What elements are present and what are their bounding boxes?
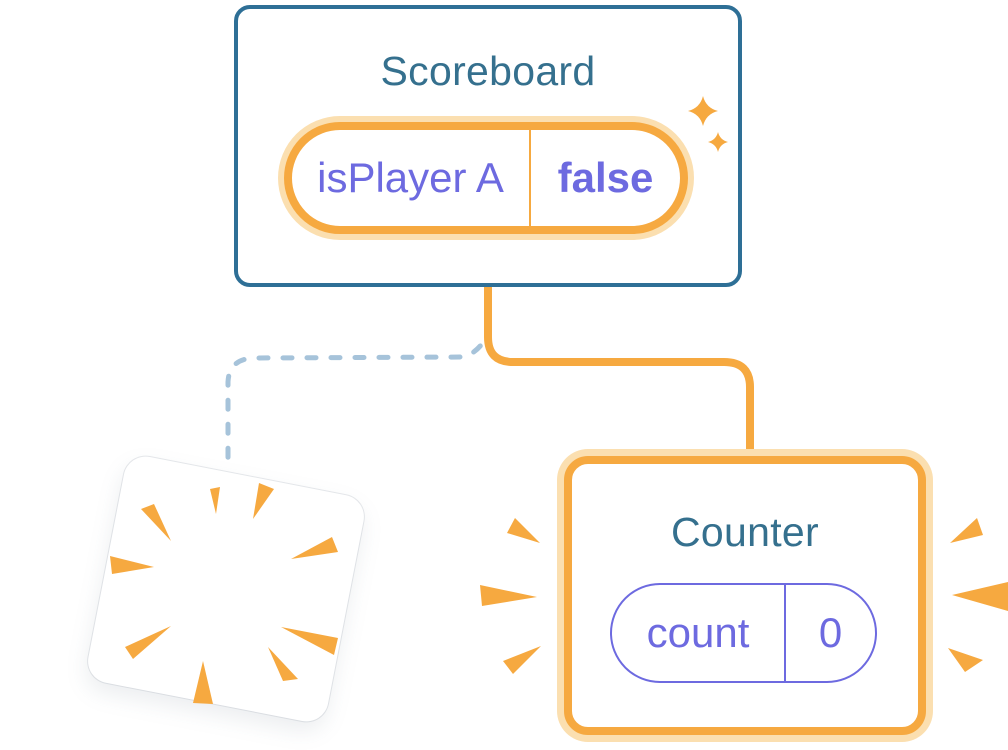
burst-lines-icon [480, 518, 541, 674]
counter-state-pill: count 0 [610, 583, 877, 683]
scoreboard-component-card: Scoreboard isPlayer A false [234, 5, 742, 287]
pill-divider [784, 585, 786, 681]
state-label: count [646, 609, 750, 656]
state-value: false [557, 154, 654, 201]
sparkles-icon [688, 96, 728, 152]
burst-lines-icon [948, 518, 1008, 672]
state-value: 0 [818, 609, 843, 656]
scoreboard-title: Scoreboard [380, 48, 596, 94]
counter-component-card: Counter count 0 [564, 456, 926, 735]
dashed-connector-line [225, 321, 492, 464]
counter-title: Counter [671, 509, 819, 555]
pill-divider [529, 130, 531, 226]
solid-connector-line [484, 287, 754, 452]
state-label: isPlayer A [317, 154, 504, 201]
scoreboard-state-pill: isPlayer A false [284, 122, 688, 234]
destroyed-component-card [84, 452, 368, 726]
